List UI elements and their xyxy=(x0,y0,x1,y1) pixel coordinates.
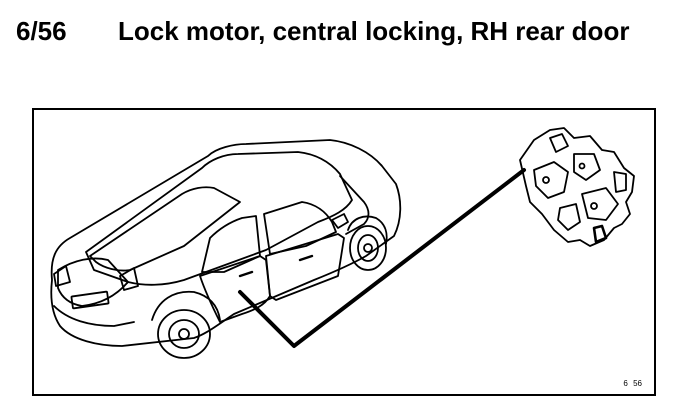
lock-motor-detail-6 xyxy=(557,203,581,231)
lock-motor-detail-4 xyxy=(549,133,569,153)
lock-motor-housing xyxy=(519,127,635,247)
lock-motor-detail-3 xyxy=(581,187,619,221)
side-mirror xyxy=(331,213,349,229)
car-illustration xyxy=(50,139,402,359)
lock-motor-illustration xyxy=(519,127,635,247)
figure-reference: 6 56 xyxy=(623,379,642,388)
rear-bumper xyxy=(53,305,135,327)
tail-light-right xyxy=(119,267,139,291)
lock-motor-screw-3 xyxy=(578,162,586,170)
lock-motor-screw-2 xyxy=(590,202,598,210)
component-code: 6/56 xyxy=(16,16,67,46)
rear-door-handle xyxy=(238,270,254,278)
lock-motor-detail-5 xyxy=(613,171,627,193)
rear-wheel xyxy=(157,309,211,359)
lock-motor-detail-1 xyxy=(533,161,569,199)
front-door xyxy=(265,233,345,301)
lock-motor-connector xyxy=(592,224,608,244)
car-rear-window xyxy=(89,186,241,272)
licence-plate xyxy=(70,290,110,310)
lock-motor-screw-1 xyxy=(542,176,550,184)
front-wheel xyxy=(349,225,387,271)
front-wheel-arch xyxy=(347,215,388,245)
rear-wheel-arch xyxy=(151,290,221,321)
front-door-handle xyxy=(298,254,314,262)
car-rear-side-window xyxy=(201,215,261,273)
illustration xyxy=(50,127,635,359)
component-title: Lock motor, central locking, RH rear doo… xyxy=(118,16,630,46)
heading: 6/56 Lock motor, central locking, RH rea… xyxy=(0,10,688,90)
car-body-outline xyxy=(50,139,402,347)
car-windscreen xyxy=(339,175,370,235)
car-roof xyxy=(85,151,353,286)
leader-line xyxy=(238,168,526,348)
lock-motor-detail-2 xyxy=(573,153,601,181)
tail-light-left xyxy=(53,265,71,287)
illustration-frame: 6 56 xyxy=(32,108,656,396)
